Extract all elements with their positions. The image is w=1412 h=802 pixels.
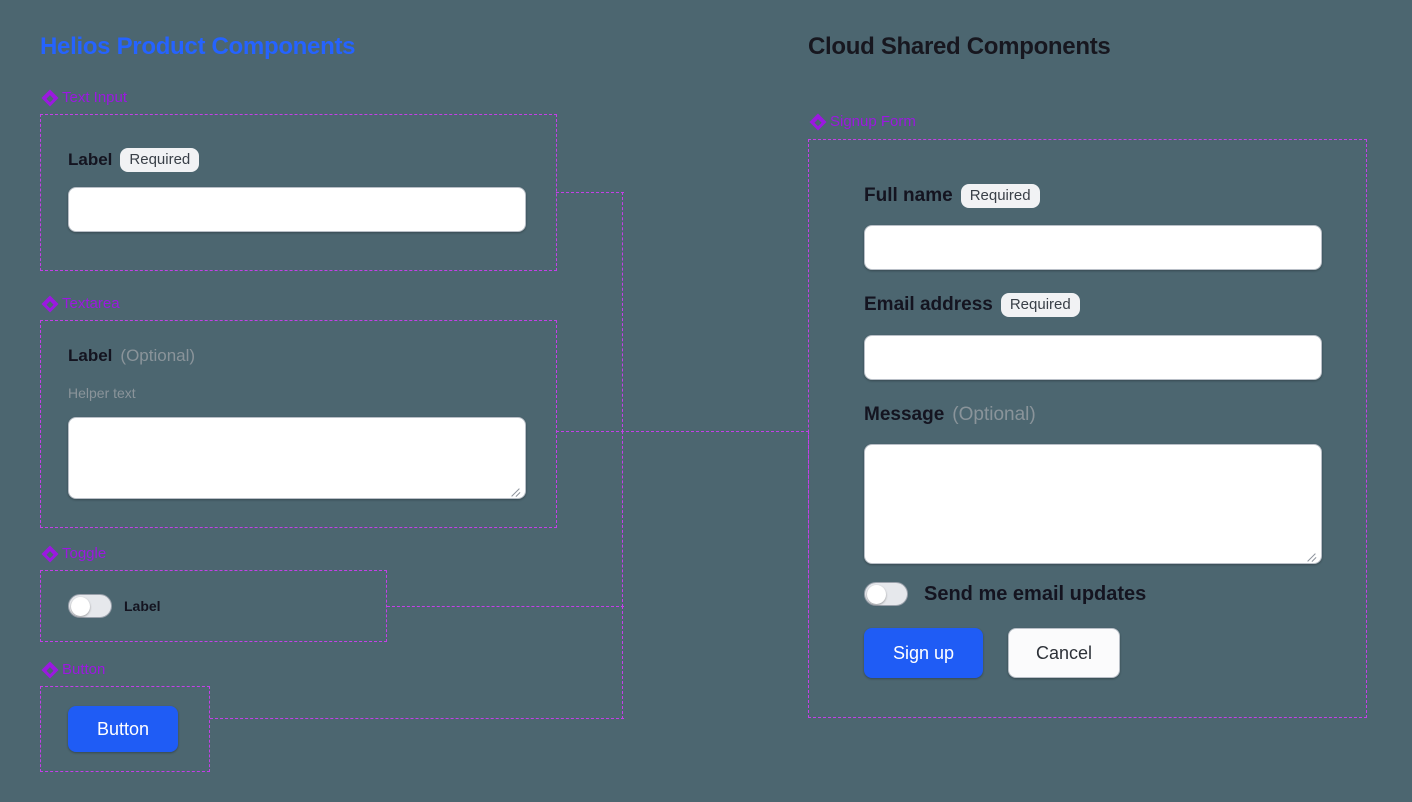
component-tag-signup-form: Signup Form bbox=[809, 113, 916, 130]
component-tag-label: Toggle bbox=[62, 545, 107, 562]
sign-up-button-label: Sign up bbox=[892, 642, 955, 663]
sign-up-button[interactable]: Sign up bbox=[864, 628, 983, 678]
required-badge: Required bbox=[120, 148, 200, 173]
toggle-label: Label bbox=[124, 598, 161, 614]
connector-button-h bbox=[210, 718, 624, 719]
email-input[interactable] bbox=[864, 335, 1322, 380]
message-label: Message bbox=[864, 404, 945, 425]
demo-button[interactable]: Button bbox=[68, 706, 178, 752]
textarea-field[interactable] bbox=[68, 417, 526, 499]
component-tag-toggle: Toggle bbox=[41, 545, 107, 562]
text-input-field[interactable] bbox=[68, 187, 526, 232]
message-textarea[interactable] bbox=[864, 444, 1322, 564]
toggle-knob bbox=[867, 584, 886, 604]
required-badge: Required bbox=[1000, 293, 1080, 318]
connector-toggle-h bbox=[387, 606, 624, 607]
component-frame-textarea: Label (Optional) Helper text bbox=[40, 320, 557, 528]
connector-trunk-a-v bbox=[622, 192, 623, 432]
toggle-row[interactable]: Label bbox=[68, 594, 161, 618]
textarea-label: Label bbox=[68, 346, 113, 365]
full-name-label: Full name bbox=[864, 185, 953, 207]
component-tag-textarea: Textarea bbox=[41, 295, 120, 312]
email-label-row: Email address Required bbox=[864, 293, 1080, 318]
email-updates-label: Send me email updates bbox=[924, 582, 1147, 605]
cancel-button[interactable]: Cancel bbox=[1008, 628, 1120, 678]
textarea-label-row: Label (Optional) bbox=[68, 346, 195, 366]
email-updates-toggle-row[interactable]: Send me email updates bbox=[864, 582, 1146, 606]
diamond-icon bbox=[809, 113, 827, 130]
left-column-title: Helios Product Components bbox=[40, 33, 356, 60]
required-badge: Required bbox=[960, 184, 1040, 209]
component-tag-label: Signup Form bbox=[830, 113, 916, 130]
text-input-label: Label bbox=[68, 150, 113, 170]
textarea-helper-text: Helper text bbox=[68, 385, 136, 401]
resize-handle-icon[interactable] bbox=[509, 483, 521, 497]
component-tag-button: Button bbox=[41, 661, 106, 678]
component-tag-text-input: Text Input bbox=[41, 89, 128, 106]
connector-button-v bbox=[622, 606, 623, 719]
toggle-switch[interactable] bbox=[68, 594, 112, 618]
connector-toggle-v bbox=[622, 431, 623, 607]
optional-hint: (Optional) bbox=[120, 346, 196, 365]
full-name-input[interactable] bbox=[864, 225, 1322, 270]
cancel-button-label: Cancel bbox=[1035, 642, 1093, 663]
message-label-row: Message (Optional) bbox=[864, 404, 1036, 426]
full-name-label-row: Full name Required bbox=[864, 184, 1040, 209]
resize-handle-icon[interactable] bbox=[1305, 548, 1317, 562]
component-tag-label: Button bbox=[62, 661, 106, 678]
component-frame-text-input: Label Required bbox=[40, 114, 557, 271]
diamond-icon bbox=[41, 89, 59, 106]
component-frame-button: Button bbox=[40, 686, 210, 772]
demo-button-label: Button bbox=[96, 718, 150, 739]
diamond-icon bbox=[41, 661, 59, 678]
component-tag-label: Textarea bbox=[62, 295, 120, 312]
optional-hint: (Optional) bbox=[952, 404, 1036, 425]
toggle-knob bbox=[71, 596, 90, 616]
component-tag-label: Text Input bbox=[62, 89, 128, 106]
component-frame-signup-form: Full name Required Email address Require… bbox=[808, 139, 1367, 718]
diamond-icon bbox=[41, 545, 59, 562]
connector-textarea-h bbox=[556, 431, 809, 432]
diamond-icon bbox=[41, 295, 59, 312]
component-frame-toggle: Label bbox=[40, 570, 387, 642]
email-updates-switch[interactable] bbox=[864, 582, 908, 606]
text-input-label-row: Label Required bbox=[68, 148, 200, 173]
email-label: Email address bbox=[864, 294, 993, 316]
right-column-title: Cloud Shared Components bbox=[808, 33, 1111, 60]
connector-text-input-h bbox=[556, 192, 624, 193]
